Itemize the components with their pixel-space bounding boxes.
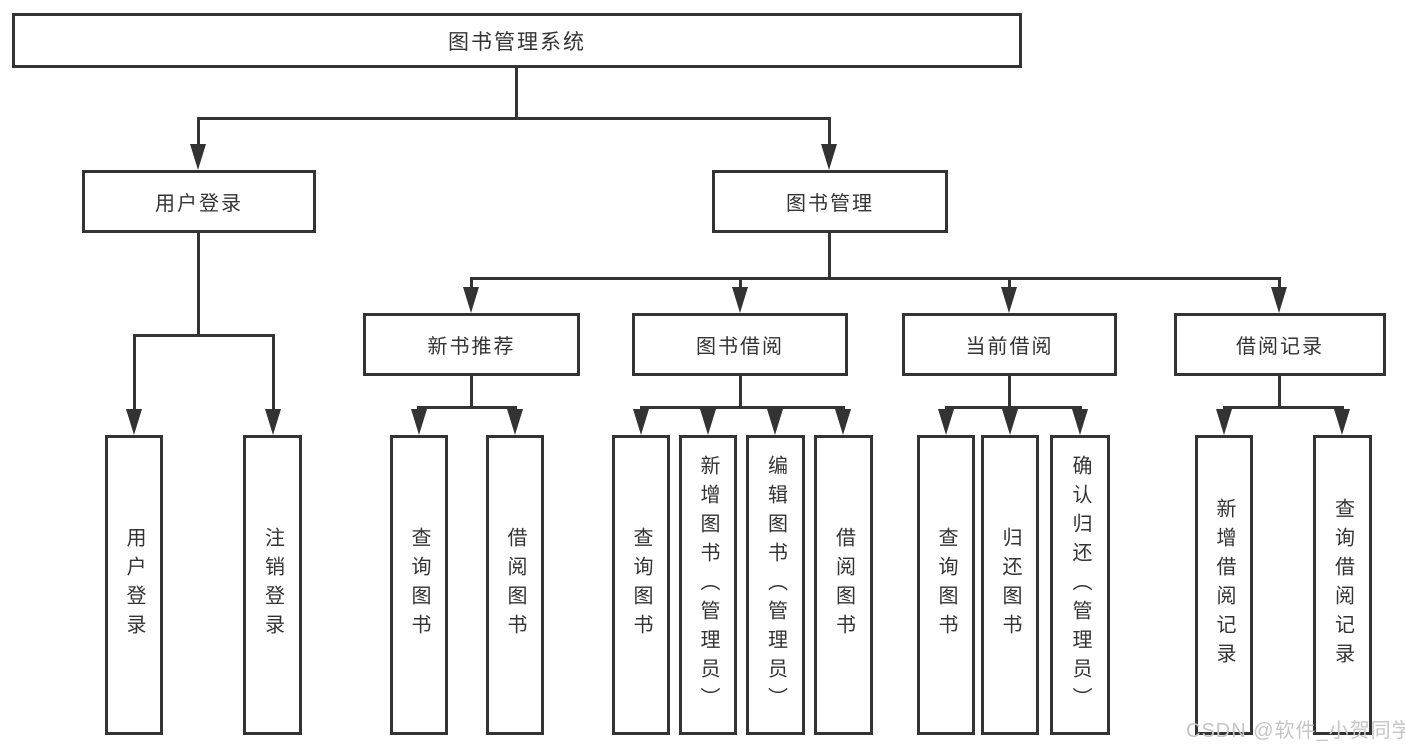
node-leaf-borrow-books-1: 借阅图书 xyxy=(486,435,544,735)
node-label: 确认归还（管理员） xyxy=(1069,454,1091,716)
connector-line xyxy=(828,233,831,279)
node-label: 当前借阅 xyxy=(965,336,1054,358)
arrow-down-icon xyxy=(265,409,281,435)
connector-line xyxy=(133,334,275,337)
node-leaf-query-books-1: 查询图书 xyxy=(390,435,448,735)
connector-line xyxy=(1278,376,1281,409)
node-leaf-logout: 注销登录 xyxy=(243,435,302,735)
node-label: 图书借阅 xyxy=(696,336,784,358)
node-label: 借阅图书 xyxy=(832,527,855,643)
connector-line xyxy=(417,406,517,409)
arrow-down-icon xyxy=(1002,409,1018,435)
arrow-down-icon xyxy=(411,409,427,435)
connector-line xyxy=(197,233,200,337)
node-leaf-edit-books-admin: 编辑图书（管理员） xyxy=(746,435,805,735)
connector-line xyxy=(739,277,742,290)
node-leaf-query-borrow-record: 查询借阅记录 xyxy=(1313,435,1372,735)
node-label: 注销登录 xyxy=(261,527,284,643)
connector-line xyxy=(197,117,831,120)
connector-line xyxy=(133,334,136,411)
arrow-down-icon xyxy=(126,409,142,435)
arrow-down-icon xyxy=(700,409,716,435)
arrow-down-icon xyxy=(732,287,748,313)
connector-line xyxy=(470,277,1281,280)
arrow-down-icon xyxy=(1072,409,1088,435)
arrow-down-icon xyxy=(821,144,837,170)
csdn-watermark: CSDN @软件_小贺同学 xyxy=(1186,720,1405,742)
node-leaf-user-login: 用户登录 xyxy=(105,435,163,735)
node-leaf-return-books: 归还图书 xyxy=(981,435,1039,735)
connector-line xyxy=(515,68,518,119)
connector-line xyxy=(470,277,473,290)
node-book-management: 图书管理 xyxy=(712,170,948,233)
node-leaf-query-books-3: 查询图书 xyxy=(917,435,975,735)
arrow-down-icon xyxy=(835,409,851,435)
connector-line xyxy=(1223,406,1344,409)
node-label: 用户登录 xyxy=(123,527,145,643)
node-label: 借阅记录 xyxy=(1236,336,1324,358)
arrow-down-icon xyxy=(633,409,649,435)
node-label: 查询图书 xyxy=(935,527,957,643)
connector-line xyxy=(828,117,831,146)
connector-line xyxy=(640,406,845,409)
node-label: 图书管理系统 xyxy=(448,30,586,54)
arrow-down-icon xyxy=(1271,287,1287,313)
connector-line xyxy=(1008,277,1011,290)
node-leaf-borrow-books-2: 借阅图书 xyxy=(814,435,873,735)
node-label: 用户登录 xyxy=(155,193,243,215)
node-library-system: 图书管理系统 xyxy=(12,13,1022,68)
node-leaf-add-books-admin: 新增图书（管理员） xyxy=(679,435,737,735)
node-label: 查询图书 xyxy=(408,527,430,643)
node-label: 图书管理 xyxy=(786,193,874,215)
node-label: 新增借阅记录 xyxy=(1213,498,1235,672)
node-current-borrowing: 当前借阅 xyxy=(902,313,1117,376)
node-book-borrowing: 图书借阅 xyxy=(632,313,848,376)
arrow-down-icon xyxy=(1001,287,1017,313)
node-label: 新书推荐 xyxy=(427,336,516,358)
connector-line xyxy=(470,376,473,409)
connector-line xyxy=(739,376,742,409)
arrow-down-icon xyxy=(938,409,954,435)
node-label: 新增图书（管理员） xyxy=(697,454,719,716)
node-label: 查询借阅记录 xyxy=(1331,498,1354,672)
connector-line xyxy=(1278,277,1281,290)
arrow-down-icon xyxy=(1216,409,1232,435)
connector-line xyxy=(1008,376,1011,409)
node-leaf-confirm-return-admin: 确认归还（管理员） xyxy=(1050,435,1110,735)
node-label: 借阅图书 xyxy=(504,527,526,643)
connector-line xyxy=(945,406,1082,409)
node-user-login: 用户登录 xyxy=(82,170,316,233)
node-new-book-recommend: 新书推荐 xyxy=(363,313,580,376)
arrow-down-icon xyxy=(190,144,206,170)
node-label: 归还图书 xyxy=(999,527,1021,643)
arrow-down-icon xyxy=(1334,409,1350,435)
node-label: 查询图书 xyxy=(630,527,652,643)
node-leaf-query-books-2: 查询图书 xyxy=(612,435,670,735)
arrow-down-icon xyxy=(463,287,479,313)
node-label: 编辑图书（管理员） xyxy=(764,454,787,716)
arrow-down-icon xyxy=(767,409,783,435)
connector-line xyxy=(197,117,200,146)
arrow-down-icon xyxy=(507,409,523,435)
node-leaf-add-borrow-record: 新增借阅记录 xyxy=(1195,435,1253,735)
node-borrow-records: 借阅记录 xyxy=(1174,313,1386,376)
connector-line xyxy=(272,334,275,411)
